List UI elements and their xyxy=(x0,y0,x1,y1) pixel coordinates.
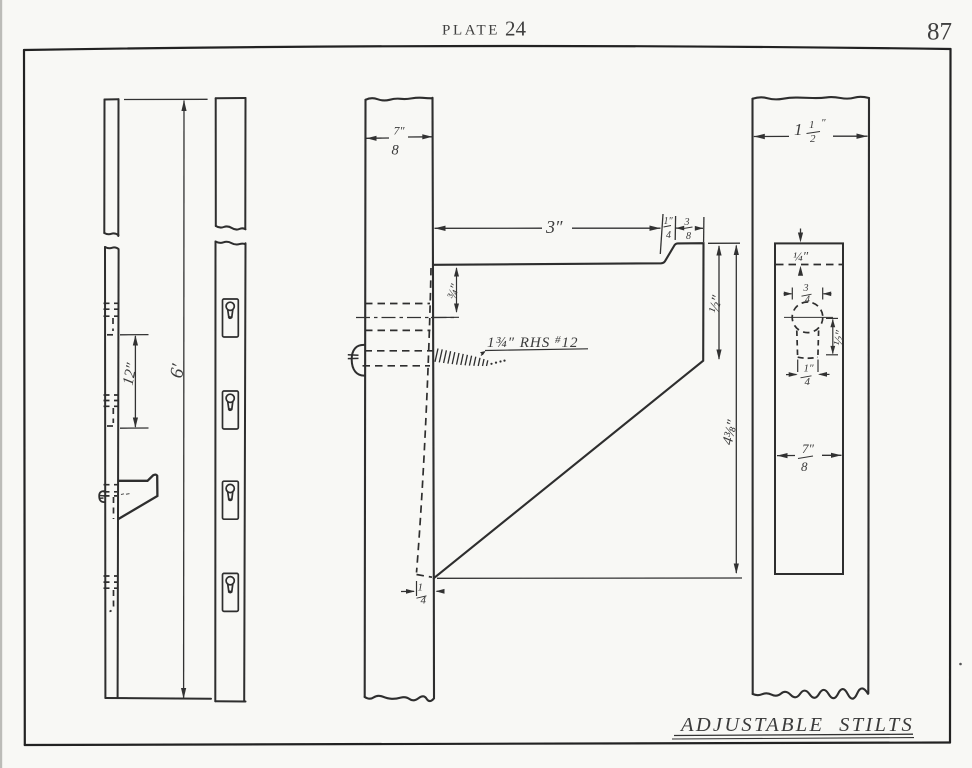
svg-text:4: 4 xyxy=(666,230,671,241)
svg-text:12″: 12″ xyxy=(120,361,141,387)
svg-text:4: 4 xyxy=(805,295,810,306)
svg-text:1″: 1″ xyxy=(664,216,674,227)
svg-text:7″: 7″ xyxy=(802,441,815,456)
svg-text:3″: 3″ xyxy=(545,217,563,237)
svg-text:¾″: ¾″ xyxy=(443,281,462,301)
svg-text:3: 3 xyxy=(803,283,809,294)
svg-text:87: 87 xyxy=(927,19,952,46)
svg-text:½″: ½″ xyxy=(830,329,848,347)
svg-text:″: ″ xyxy=(821,117,826,129)
svg-text:3: 3 xyxy=(684,217,690,228)
svg-text:24: 24 xyxy=(505,17,527,41)
svg-text:8: 8 xyxy=(392,143,400,159)
svg-text:4: 4 xyxy=(805,376,811,388)
svg-text:2: 2 xyxy=(810,133,816,145)
svg-text:¼″: ¼″ xyxy=(793,249,809,264)
svg-text:1: 1 xyxy=(418,582,424,594)
svg-text:1¾″ RHS #12: 1¾″ RHS #12 xyxy=(487,334,579,351)
svg-text:1: 1 xyxy=(794,120,803,139)
svg-text:7″: 7″ xyxy=(394,124,406,138)
svg-text:4: 4 xyxy=(421,595,427,607)
svg-text:8: 8 xyxy=(801,459,808,474)
svg-text:6′: 6′ xyxy=(166,362,190,381)
svg-text:1: 1 xyxy=(809,119,815,131)
svg-text:1″: 1″ xyxy=(804,363,815,375)
svg-text:8: 8 xyxy=(686,231,691,242)
svg-text:PLATE: PLATE xyxy=(442,23,500,39)
svg-text:4⅜″: 4⅜″ xyxy=(720,418,741,447)
svg-text:½″: ½″ xyxy=(706,293,726,314)
svg-text:ADJUSTABLE STILTS: ADJUSTABLE STILTS xyxy=(679,714,914,736)
